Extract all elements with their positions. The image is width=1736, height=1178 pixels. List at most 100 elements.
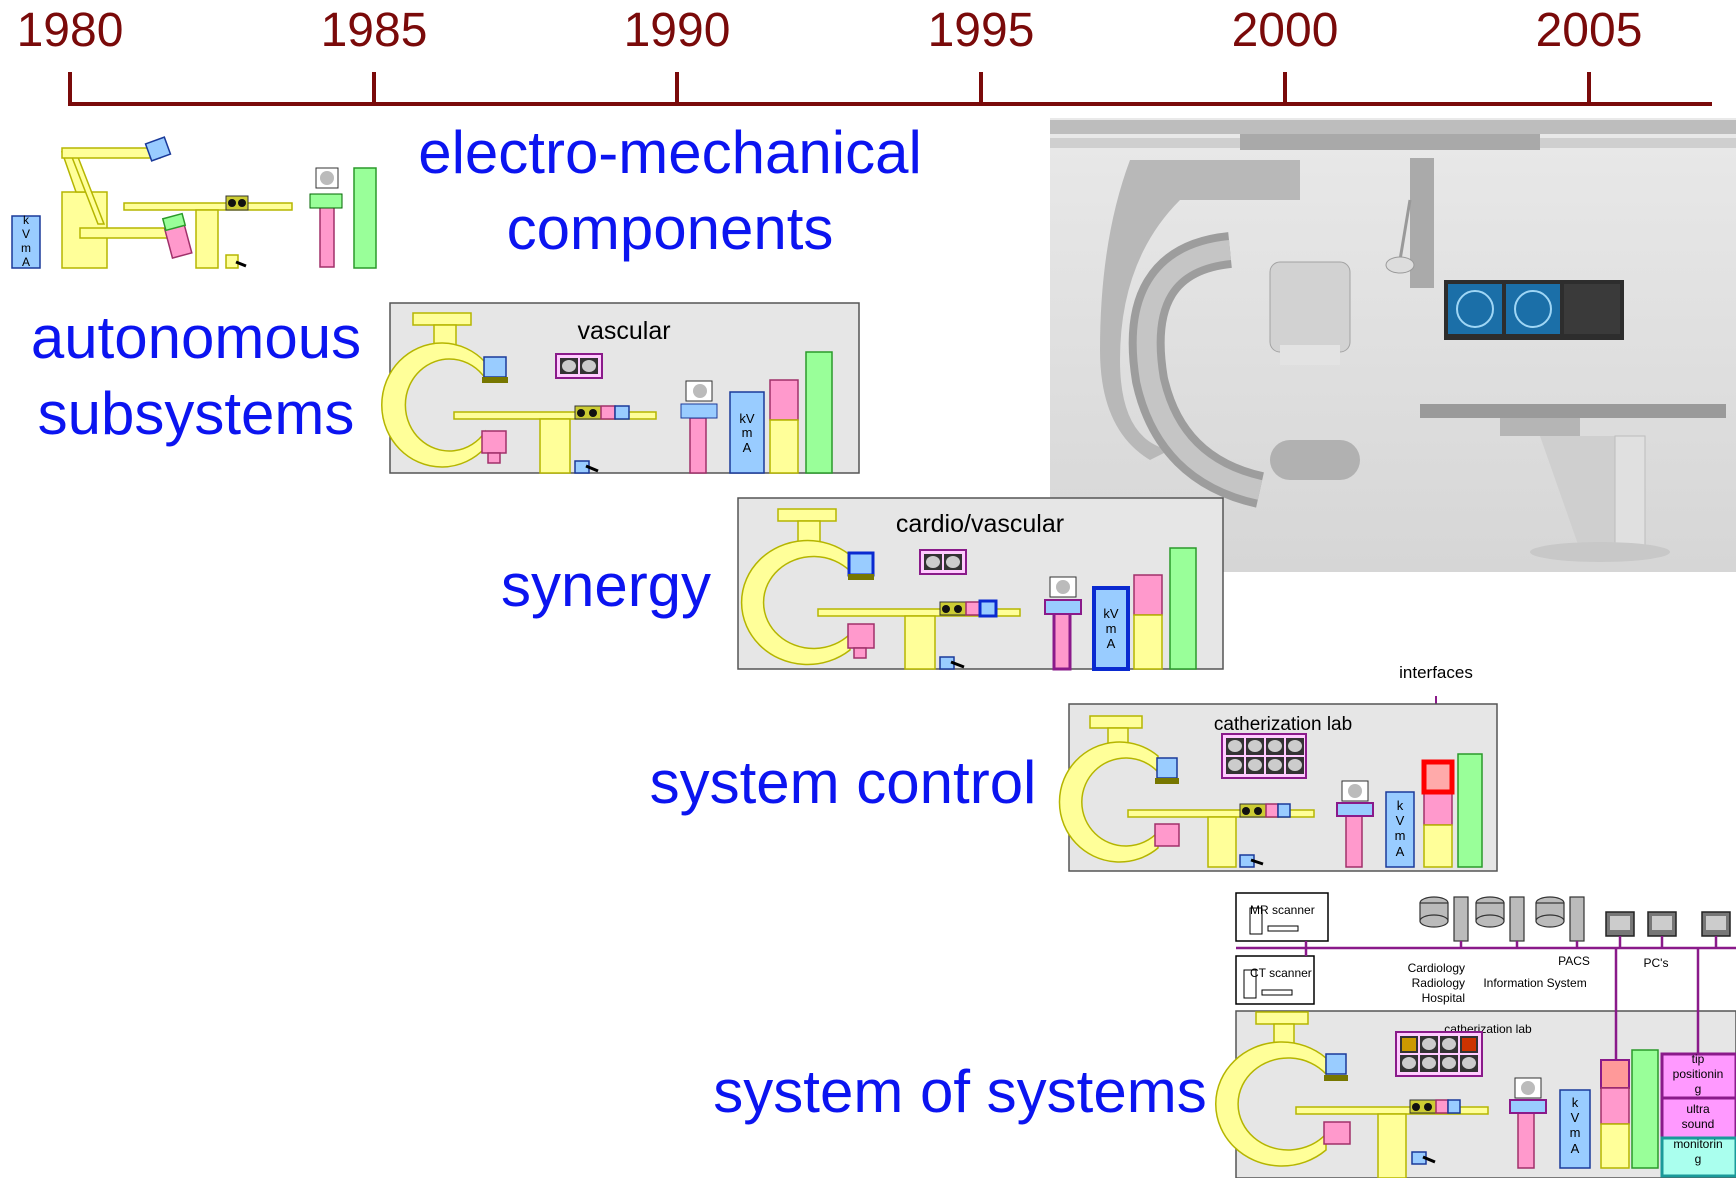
year-label-2005: 2005: [1536, 4, 1643, 57]
c-arm-detector: [847, 551, 875, 577]
ultra-sound-label-2: sound: [1682, 1117, 1715, 1131]
table-pedestal: [539, 418, 571, 474]
cart-pole: [319, 204, 335, 268]
timeline: 1980 1985 1990 1995 2000 2005: [17, 4, 1712, 106]
c-arm-tube: [1154, 823, 1180, 847]
stage-system-of-systems: system of systems MR scanner CT scanner: [713, 892, 1736, 1178]
cart-pole: [1517, 1111, 1535, 1169]
year-label-1985: 1985: [321, 4, 428, 57]
cabinet-yellow: [1423, 824, 1453, 868]
c-arm-tube: [1323, 1121, 1351, 1145]
c-arm-mount: [1089, 715, 1143, 729]
tip-positioning-label-2: positionin: [1673, 1067, 1724, 1081]
table-top: [123, 202, 293, 211]
generator-a: A: [1107, 636, 1116, 651]
cabinet-green: [805, 351, 833, 474]
generator-box: [729, 391, 765, 474]
interfaces-label: interfaces: [1399, 663, 1473, 682]
generator-kv: kV: [1103, 606, 1119, 621]
label-pcs: PC's: [1644, 956, 1669, 970]
tip-positioning-label-3: g: [1695, 1082, 1702, 1096]
cart-pole: [1052, 610, 1072, 671]
stage-label-electro-line2: components: [507, 195, 834, 262]
generator-kv: kV: [739, 411, 755, 426]
c-arm: [1215, 1041, 1327, 1167]
c-arm-tube: [847, 623, 875, 649]
c-arm-mount: [1255, 1011, 1309, 1025]
label-hospital: Hospital: [1422, 991, 1465, 1005]
cabinet-pink: [1133, 574, 1163, 616]
year-label-1990: 1990: [624, 4, 731, 57]
generator-v: V: [1571, 1110, 1580, 1125]
cabinet-green: [1169, 547, 1197, 670]
generator-a: A: [743, 440, 752, 455]
generator-m: m: [21, 241, 31, 255]
stage-electro-mechanical: k V m A electro-mechanical components: [11, 119, 922, 269]
collimator: [161, 212, 187, 232]
year-label-1995: 1995: [928, 4, 1035, 57]
monitoring-box: [1660, 1136, 1736, 1178]
c-arm-collimator: [487, 452, 501, 464]
cabinet-pink: [769, 379, 799, 421]
label-pacs: PACS: [1558, 954, 1590, 968]
ct-scanner-box: [1235, 955, 1315, 1005]
c-arm: [740, 539, 851, 666]
cart-pole: [1345, 814, 1363, 868]
pc-workstations: [1605, 911, 1731, 948]
tip-positioning-label-1: tip: [1692, 1052, 1705, 1066]
c-arm-tube: [481, 430, 507, 454]
table-pedestal: [904, 615, 936, 670]
c-arm: [1058, 741, 1159, 863]
c-arm-mount: [412, 312, 472, 326]
foot-pedal: [225, 254, 239, 269]
generator-m: m: [1106, 621, 1117, 636]
cart-pole: [689, 417, 707, 474]
stand-top: [61, 147, 161, 159]
stage-label-system-of-systems: system of systems: [713, 1058, 1206, 1125]
panel-title-cathlab: catherization lab: [1214, 714, 1352, 735]
cabinet-green: [1457, 753, 1483, 868]
generator-box: [1559, 1089, 1591, 1169]
panel-title-vascular: vascular: [577, 317, 670, 345]
tip-positioning-box: [1660, 1052, 1736, 1100]
stage-system-control: system control interfaces catherization …: [650, 663, 1498, 872]
mr-scanner-box: [1235, 892, 1329, 942]
generator-m: m: [1395, 828, 1406, 843]
table-pedestal: [195, 209, 219, 269]
cabinet-green: [1631, 1049, 1659, 1169]
angiography-system-photo: [1050, 118, 1736, 572]
stage-synergy: synergy cardio/vascular kV m A: [501, 497, 1224, 671]
generator-a: A: [1396, 844, 1405, 859]
generator-a: A: [22, 255, 30, 269]
year-label-2000: 2000: [1232, 4, 1339, 57]
c-arm-detector: [1325, 1053, 1347, 1075]
label-cardiology: Cardiology: [1408, 961, 1465, 975]
generator-box: [11, 215, 41, 269]
monitoring-label-1: monitorin: [1673, 1137, 1722, 1151]
label-information-system: Information System: [1483, 976, 1586, 990]
interface-box: [1421, 759, 1455, 795]
c-arm-detector: [483, 356, 507, 378]
generator-v: V: [1396, 813, 1405, 828]
label-radiology: Radiology: [1412, 976, 1465, 990]
monitoring-label-2: g: [1695, 1152, 1702, 1166]
stand-foot: [79, 227, 175, 239]
panel-title-cardio: cardio/vascular: [896, 510, 1064, 538]
ultra-sound-box: [1660, 1096, 1736, 1140]
mr-scanner-label: MR scanner: [1250, 903, 1315, 917]
cabinet-pink: [1600, 1087, 1630, 1125]
cabinet-yellow: [769, 419, 799, 474]
ct-scanner-label: CT scanner: [1250, 966, 1312, 980]
stage-label-system-control: system control: [650, 749, 1037, 816]
generator-m: m: [1570, 1125, 1581, 1140]
interface-box: [1600, 1059, 1630, 1089]
table-pedestal: [1377, 1113, 1407, 1178]
stage-label-synergy: synergy: [501, 552, 711, 619]
generator-v: V: [22, 227, 30, 241]
c-arm-mount: [777, 508, 837, 522]
generator-m: m: [742, 425, 753, 440]
generator-k: k: [1397, 798, 1404, 813]
generator-box: [1092, 586, 1130, 671]
c-arm-detector: [1156, 757, 1178, 779]
